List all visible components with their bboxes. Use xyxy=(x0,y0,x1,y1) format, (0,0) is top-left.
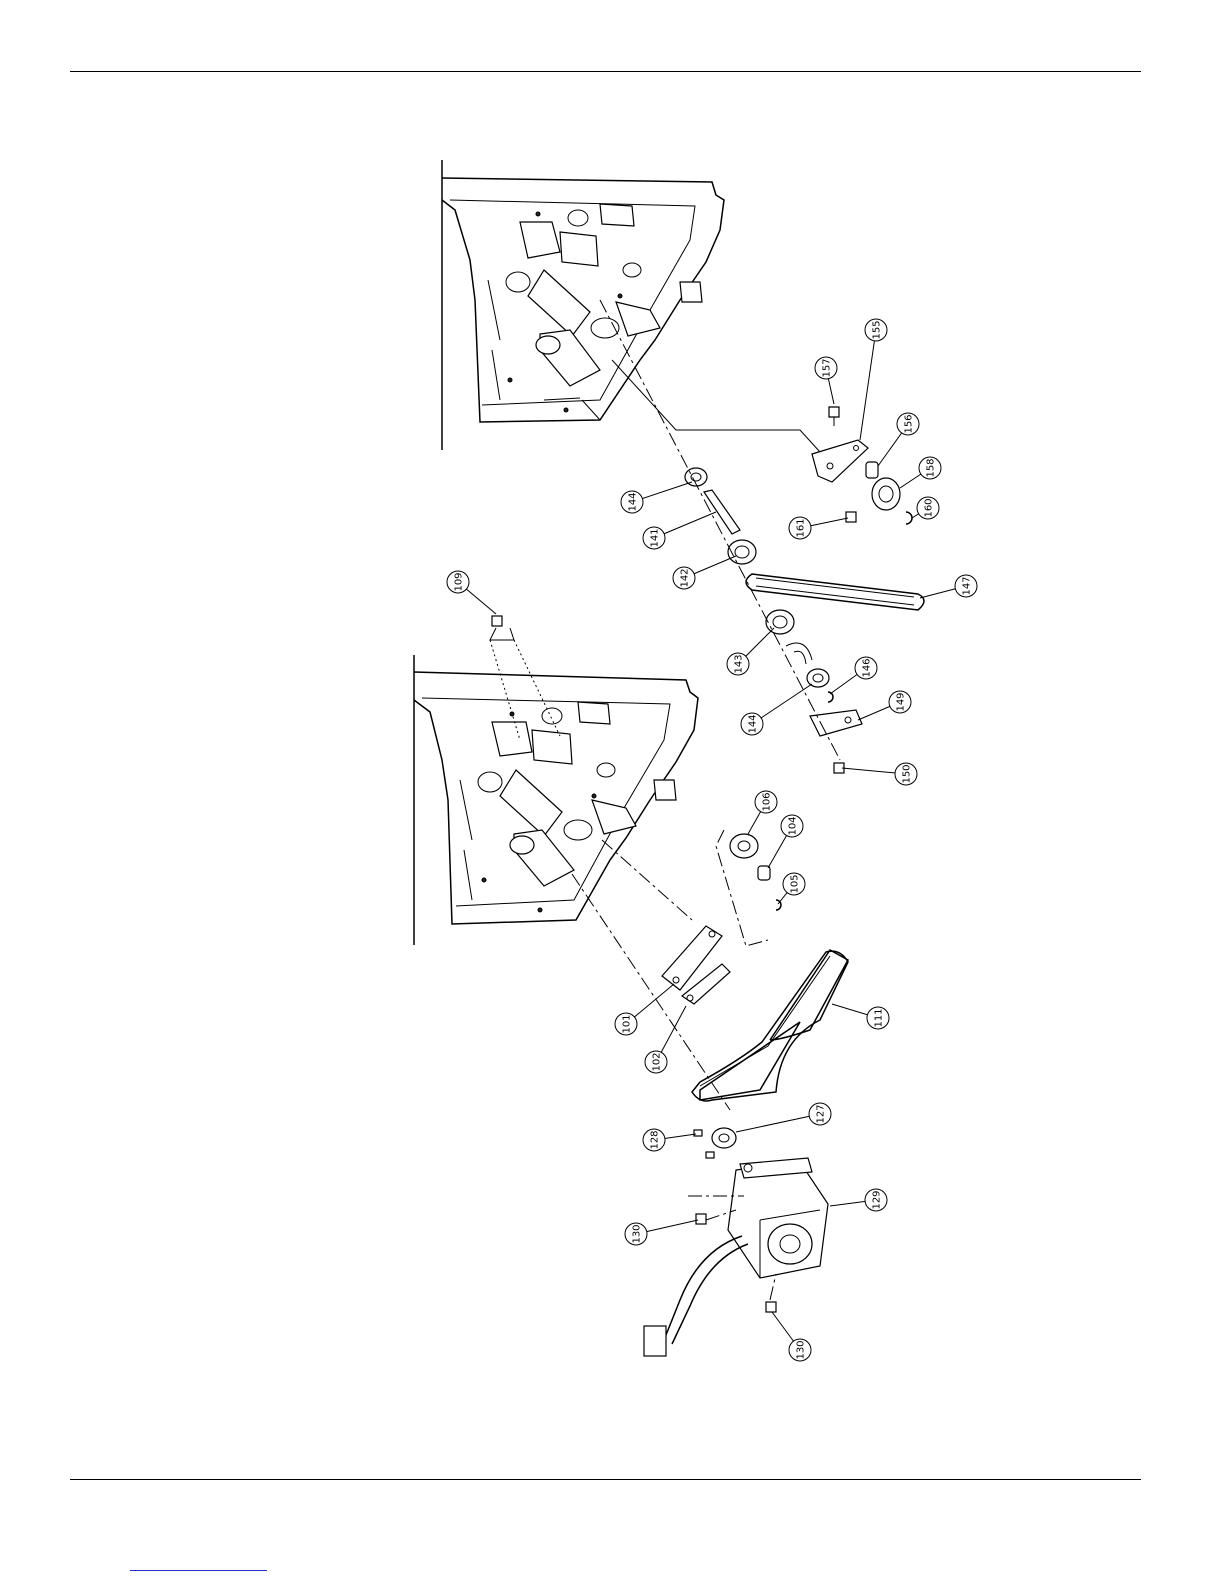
part-142-pulley xyxy=(728,540,756,564)
callout-130: 130 xyxy=(625,1220,698,1245)
callout-128: 128 xyxy=(643,1129,696,1151)
callout-141: 141 xyxy=(643,512,716,549)
callout-161: 161 xyxy=(789,517,848,539)
callout-number: 106 xyxy=(762,792,773,811)
part-106-bearing xyxy=(730,834,758,858)
callout-142: 142 xyxy=(673,556,736,589)
callout-number: 142 xyxy=(680,568,691,587)
callout-number: 156 xyxy=(904,414,915,433)
part-149-plate xyxy=(810,710,862,736)
motor-cable xyxy=(644,1236,748,1356)
callout-number: 155 xyxy=(872,320,883,339)
callout-number: 127 xyxy=(816,1104,827,1123)
callout-number: 128 xyxy=(650,1130,661,1149)
callout-number: 144 xyxy=(628,492,639,511)
callout-number: 130 xyxy=(632,1224,643,1243)
callout-number: 102 xyxy=(652,1052,663,1071)
callout-number: 158 xyxy=(926,458,937,477)
callout-number: 130 xyxy=(796,1340,807,1359)
callout-leader xyxy=(860,330,876,440)
callout-144: 144 xyxy=(741,684,812,735)
callout-number: 144 xyxy=(748,714,759,733)
callout-146: 146 xyxy=(830,657,877,694)
part-130-screw-lower xyxy=(766,1302,776,1312)
callout-106: 106 xyxy=(748,791,777,834)
part-157-screw xyxy=(829,407,839,426)
belt-fragment xyxy=(786,643,812,664)
callout-102: 102 xyxy=(645,1006,686,1073)
callout-129: 129 xyxy=(830,1189,887,1211)
callout-105: 105 xyxy=(778,873,805,904)
callout-157: 157 xyxy=(815,357,837,404)
part-156-collar xyxy=(866,462,878,478)
callout-101: 101 xyxy=(615,984,674,1035)
callout-number: 161 xyxy=(796,518,807,537)
callout-109: 109 xyxy=(447,571,496,614)
callout-127: 127 xyxy=(736,1103,831,1132)
callout-number: 129 xyxy=(872,1190,883,1209)
callout-111: 111 xyxy=(832,1004,889,1029)
part-109-screw xyxy=(492,616,502,626)
part-160-e-ring xyxy=(906,512,912,524)
callout-156: 156 xyxy=(878,413,919,466)
callout-130: 130 xyxy=(772,1312,811,1361)
callout-number: 146 xyxy=(862,658,873,677)
callout-155: 155 xyxy=(860,319,887,440)
part-155-bracket xyxy=(812,440,868,482)
upper-frame-assembly xyxy=(442,160,724,450)
callout-143: 143 xyxy=(727,628,774,675)
callout-number: 150 xyxy=(902,764,913,783)
callout-number: 160 xyxy=(924,498,935,517)
callout-number: 149 xyxy=(896,692,907,711)
callout-144: 144 xyxy=(621,482,692,513)
callout-number: 111 xyxy=(874,1008,885,1027)
callout-104: 104 xyxy=(768,815,803,868)
callout-number: 101 xyxy=(622,1014,633,1033)
part-129-motor xyxy=(728,1158,828,1278)
part-127-pulley xyxy=(712,1128,736,1148)
callout-number: 157 xyxy=(822,358,833,377)
part-144-bearing-lower xyxy=(807,669,829,687)
part-147-belt xyxy=(746,574,924,610)
callout-leader xyxy=(736,1114,820,1132)
callout-number: 104 xyxy=(788,816,799,835)
callout-150: 150 xyxy=(842,763,917,785)
callout-number: 141 xyxy=(650,528,661,547)
callout-147: 147 xyxy=(920,575,977,598)
part-158-bearing xyxy=(872,478,900,510)
part-128-set-screws xyxy=(694,1130,714,1158)
part-141-shaft xyxy=(704,490,740,534)
part-130-screw-upper xyxy=(696,1214,706,1224)
callout-number: 109 xyxy=(454,572,465,591)
callout-number: 105 xyxy=(790,874,801,893)
part-143-pulley xyxy=(766,610,794,634)
callout-number: 143 xyxy=(734,654,745,673)
callout-149: 149 xyxy=(858,691,911,720)
callout-158: 158 xyxy=(900,457,941,488)
lower-frame-assembly xyxy=(414,655,698,945)
callout-number: 147 xyxy=(962,576,973,595)
part-161-screw xyxy=(846,512,856,522)
callout-160: 160 xyxy=(912,497,939,519)
